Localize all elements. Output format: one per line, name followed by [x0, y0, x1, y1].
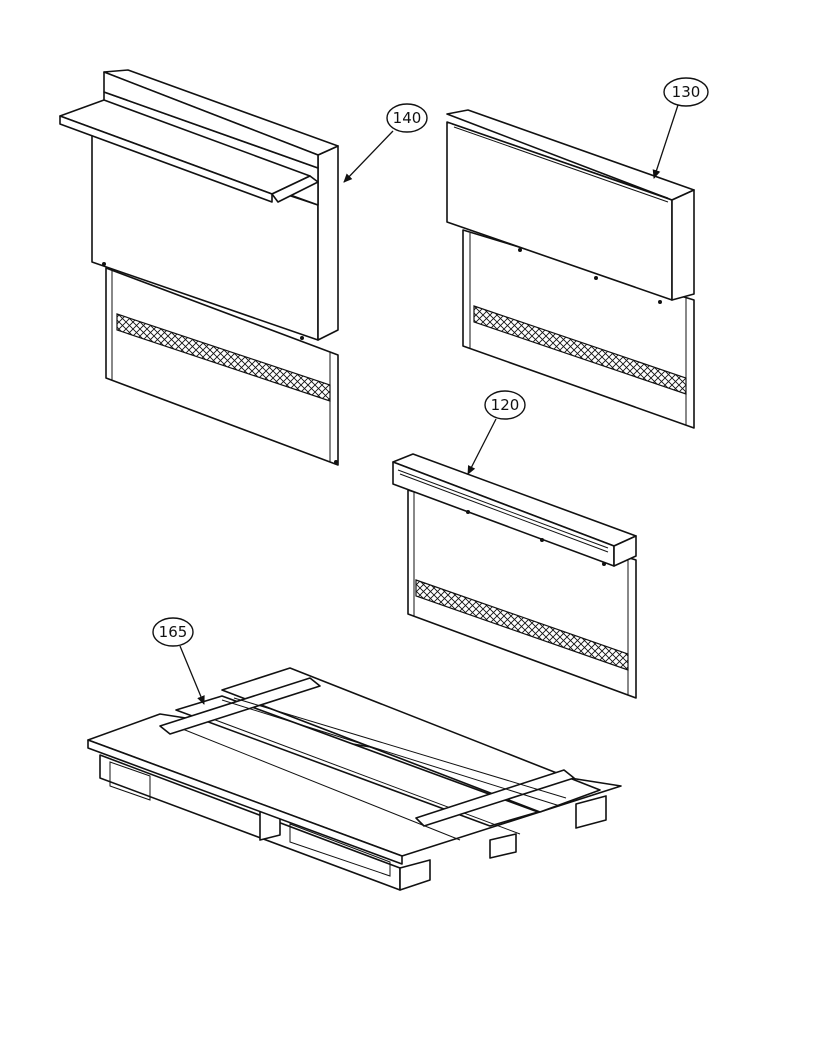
screw-icon	[334, 460, 338, 464]
part-120	[392, 453, 637, 699]
screw-icon	[518, 248, 522, 252]
part-165-pallet	[87, 667, 622, 891]
callout-120: 120	[467, 390, 526, 475]
screw-icon	[540, 538, 544, 542]
screw-icon	[594, 276, 598, 280]
filter-strip	[473, 305, 687, 395]
part-130	[446, 109, 695, 429]
screw-icon	[102, 262, 106, 266]
callout-label: 120	[491, 396, 520, 414]
callout-165: 165	[152, 617, 205, 705]
screw-icon	[466, 510, 470, 514]
filter-strip	[415, 579, 629, 671]
screw-icon	[602, 562, 606, 566]
callout-label: 140	[393, 109, 422, 127]
screw-icon	[658, 300, 662, 304]
callout-140: 140	[343, 103, 428, 183]
callout-130: 130	[652, 77, 709, 179]
callout-label: 130	[672, 83, 701, 101]
callout-label: 165	[159, 623, 188, 641]
screw-icon	[300, 336, 304, 340]
filter-strip	[116, 313, 331, 402]
part-140	[59, 69, 339, 466]
